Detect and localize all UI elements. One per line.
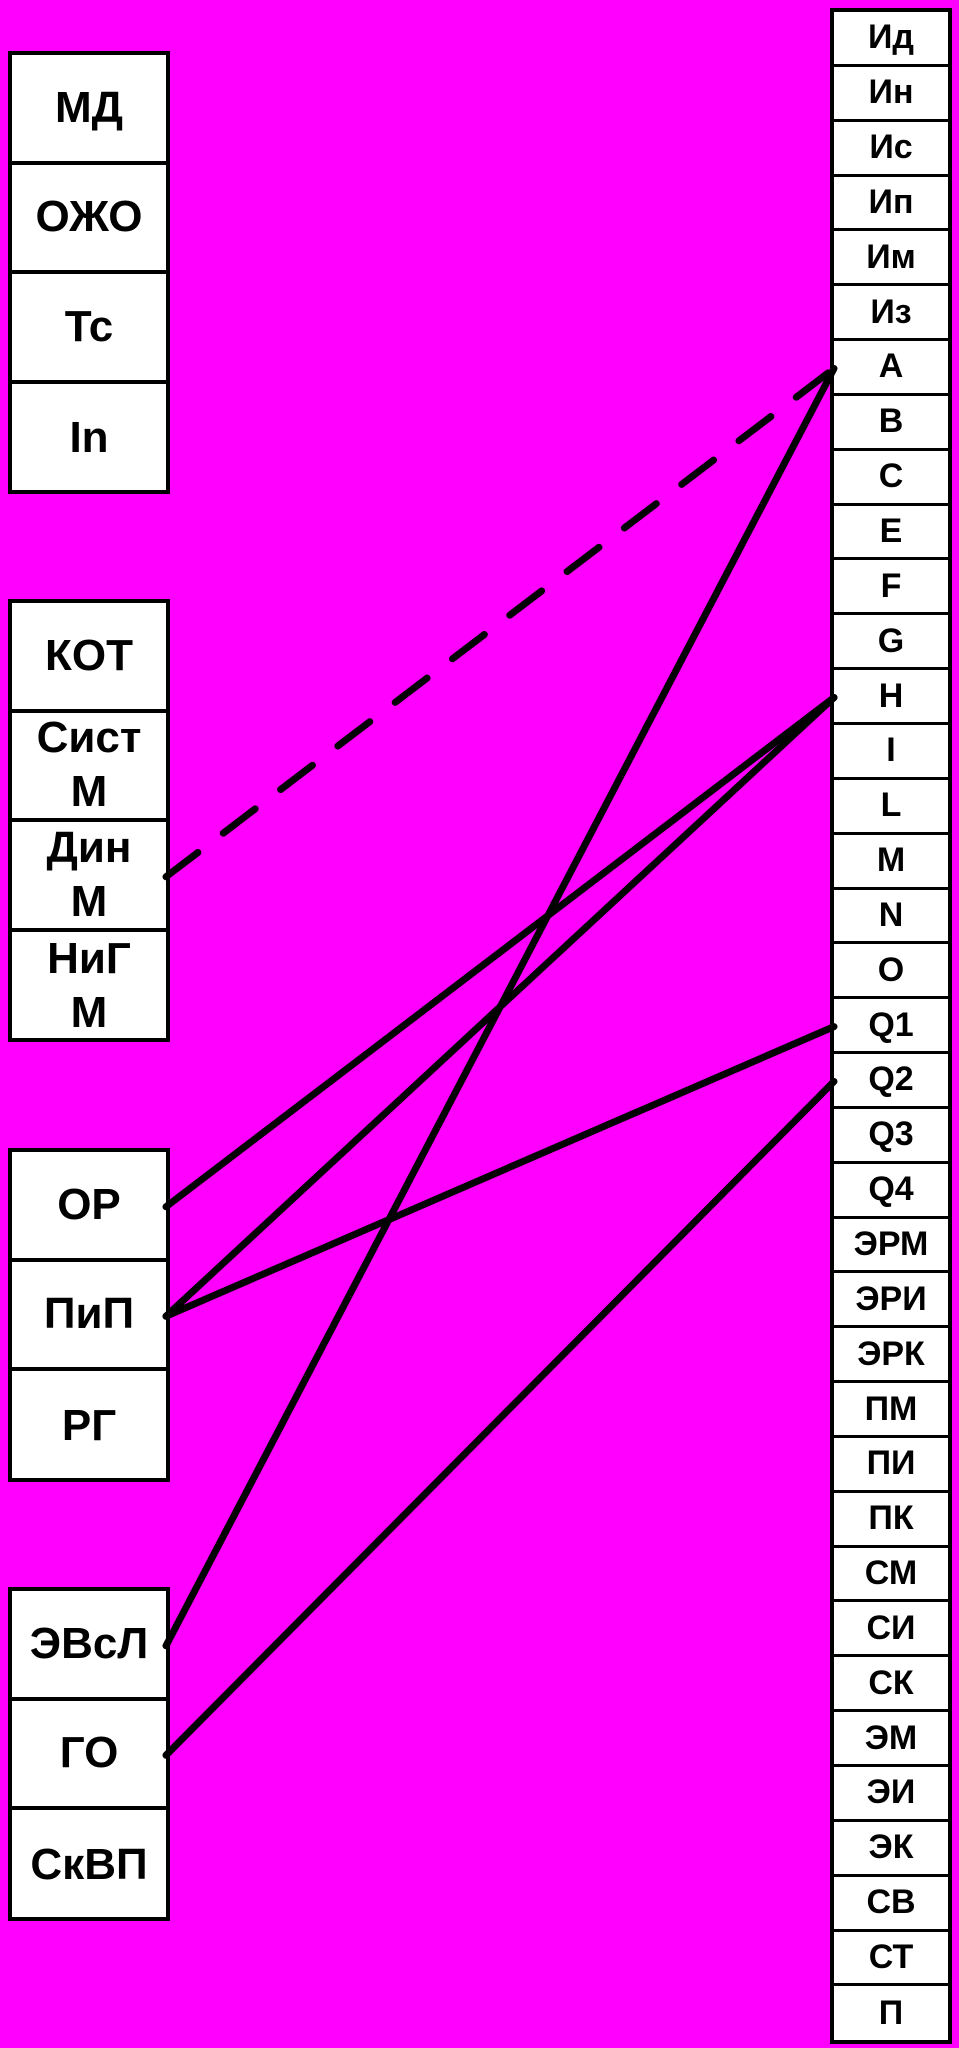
left-item: КОТ <box>12 603 166 713</box>
right-item: СТ <box>834 1932 948 1987</box>
right-item: ЭК <box>834 1822 948 1877</box>
right-item: СВ <box>834 1877 948 1932</box>
connection-line <box>162 1077 838 1759</box>
right-item: Q4 <box>834 1164 948 1219</box>
right-item: Q3 <box>834 1109 948 1164</box>
right-item: N <box>834 890 948 945</box>
left-item: Дин М <box>12 822 166 932</box>
right-item: Ин <box>834 67 948 122</box>
right-item: B <box>834 396 948 451</box>
connection-line <box>162 694 838 1320</box>
left-item: МД <box>12 55 166 165</box>
right-item: ЭРМ <box>834 1219 948 1274</box>
right-item: A <box>834 341 948 396</box>
left-item: СкВП <box>30 1839 148 1889</box>
right-item: СИ <box>834 1602 948 1658</box>
right-item: Из <box>834 286 948 342</box>
right-item: O <box>834 944 948 1000</box>
right-item: ЭИ <box>834 1767 948 1822</box>
right-item: ПМ <box>834 1383 948 1438</box>
right-item: L <box>834 780 948 835</box>
right-item: G <box>834 615 948 671</box>
left-item: НиГ М <box>47 934 131 1038</box>
connection-line <box>162 364 838 1650</box>
left-item: ПиП <box>12 1262 166 1371</box>
left-item: ОЖО <box>12 165 166 274</box>
right-item: ПК <box>834 1493 948 1548</box>
right-item: ПИ <box>834 1438 948 1493</box>
right-item: Ид <box>834 12 948 67</box>
left-item: In <box>69 413 109 463</box>
right-item: M <box>834 835 948 890</box>
left-item: РГ <box>61 1400 117 1450</box>
right-item: П <box>878 1994 904 2033</box>
right-item: F <box>834 560 948 616</box>
left-item: Сист М <box>12 713 166 822</box>
left-item: Тс <box>12 274 166 384</box>
left-item: ГО <box>12 1701 166 1810</box>
right-item: СК <box>834 1657 948 1713</box>
right-item: Ип <box>834 177 948 232</box>
right-item: C <box>834 451 948 506</box>
right-item: ЭРК <box>834 1328 948 1384</box>
connection-line <box>162 1023 838 1320</box>
right-item: Им <box>834 231 948 287</box>
right-item: H <box>834 670 948 725</box>
right-item: ЭМ <box>834 1712 948 1767</box>
left-item: ЭВсЛ <box>12 1591 166 1701</box>
right-item: I <box>834 725 948 780</box>
right-item: Q2 <box>834 1054 948 1109</box>
right-item: СМ <box>834 1548 948 1603</box>
right-item: Q1 <box>834 999 948 1055</box>
right-item: E <box>834 506 948 561</box>
right-item: ЭРИ <box>834 1273 948 1329</box>
connection-line <box>162 694 838 1211</box>
right-item: Ис <box>834 122 948 177</box>
connection-line <box>162 364 838 881</box>
left-item: ОР <box>12 1152 166 1262</box>
